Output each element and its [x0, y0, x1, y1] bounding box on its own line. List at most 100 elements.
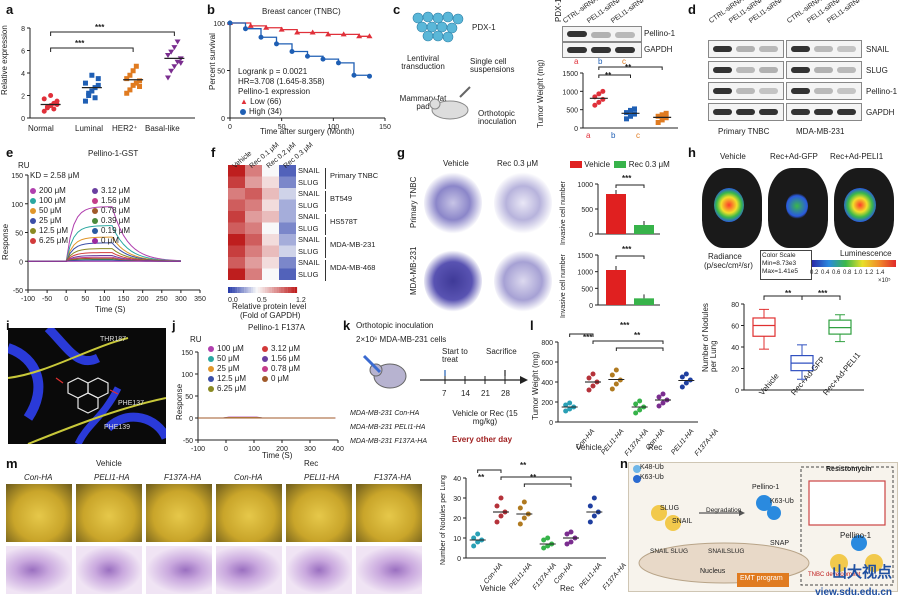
c-ytick-label: 0: [574, 126, 578, 133]
a-point: [131, 68, 136, 73]
a-point: [168, 69, 174, 74]
svg-m-ytick-label: 10: [453, 536, 461, 543]
f-cell: [279, 257, 296, 269]
h-colorbar-tick: 0.6: [832, 270, 840, 276]
e-legend-label: 50 μM: [39, 206, 61, 215]
b-legend-low: ▲ Low (66): [240, 97, 281, 106]
e-legend-label: 25 μM: [39, 216, 61, 225]
e-legend-dot: [92, 208, 98, 214]
h-sig-bracket: [764, 296, 802, 300]
e-title: Pellino-1-GST: [88, 150, 138, 158]
svg-g2-bar-0: [606, 270, 626, 305]
a-point: [93, 95, 98, 100]
e-legend-dot: [30, 198, 36, 204]
svg-l-point: [587, 376, 592, 381]
f-cell: [245, 188, 262, 200]
h-cb-unit: ×10⁵: [878, 278, 891, 284]
k-day-2: 21: [481, 390, 490, 398]
c-xl-a: a: [586, 132, 590, 140]
f-cell: [262, 257, 279, 269]
e-legend-dot: [92, 198, 98, 204]
h-ytick-label: 40: [731, 345, 739, 352]
g-well-rec-bottom: [494, 250, 552, 312]
d-band-1: SLUG: [866, 67, 888, 75]
svg-g2-sig-bracket: [616, 256, 644, 259]
e-xtick-label: 0: [64, 296, 68, 303]
svg-l-point: [633, 411, 638, 416]
j-legend-item: 3.12 μM: [262, 344, 300, 353]
c-blot-gapdh: [562, 42, 642, 58]
a-point: [171, 45, 177, 50]
c-point: [592, 103, 597, 108]
f-cell: [228, 223, 245, 235]
h-colorbar-tick: 1.2: [865, 270, 873, 276]
f-cell: [245, 200, 262, 212]
d-band: [736, 46, 755, 52]
g-well-vehicle-top: [424, 172, 482, 234]
f-cell: [228, 269, 245, 281]
a-ytick-label: 6: [21, 49, 25, 56]
f-cell: [262, 200, 279, 212]
g-row-bottom: MDA-MB-231: [410, 247, 418, 295]
m-lung-photo: [76, 484, 142, 542]
f-colorbar-seg: [288, 287, 290, 293]
e-legend-item: 0.78 μM: [92, 206, 130, 215]
c-letter-a: a: [574, 58, 578, 66]
d-blot-1-R: [786, 61, 862, 79]
c-sig-1: **: [605, 72, 611, 80]
c-blot-pellino: [562, 26, 642, 42]
a-point: [165, 76, 171, 81]
m-lung-photo: [356, 484, 422, 542]
j-legend-dot: [208, 356, 214, 362]
d-band: [759, 88, 778, 94]
e-xtick-label: 300: [175, 296, 187, 303]
svg-m-ytick-label: 30: [453, 496, 461, 503]
f-colorbar-seg: [253, 287, 255, 293]
c-ytick-label: 1500: [562, 71, 578, 78]
a-point: [137, 78, 142, 83]
f-cell: [245, 234, 262, 246]
e-legend-label: 12.5 μM: [39, 226, 68, 235]
f-group-bracket: [325, 237, 329, 258]
f-cell: [228, 177, 245, 189]
n-node-k63: K63-Ub: [770, 498, 794, 505]
a-ytick-label: 2: [21, 94, 25, 101]
k-cells: 2×10⁶ MDA-MB-231 cells: [356, 336, 446, 344]
f-cell: [262, 246, 279, 258]
b-hr: HR=3.708 (1.645-8.358): [238, 78, 325, 86]
f-cell: [245, 257, 262, 269]
svg-l-point: [657, 395, 662, 400]
f-cell: [262, 269, 279, 281]
b-ylabel: Percent survival: [209, 33, 217, 90]
d-band: [837, 67, 856, 73]
f-cell: [228, 200, 245, 212]
e-legend-item: 200 μM: [30, 186, 66, 195]
e-ytick-label: 150: [11, 173, 23, 180]
f-row-label: SLUG: [298, 179, 318, 187]
j-legend-label: 100 μM: [217, 344, 244, 353]
e-ytick-label: 100: [11, 202, 23, 209]
m-ylabel: Number of Nodules per Lung: [440, 475, 447, 565]
b-legend-low-label: Low (66): [250, 97, 281, 106]
a-point: [127, 87, 132, 92]
c-step1: Lentiviral transduction: [398, 55, 448, 71]
a-point: [137, 84, 142, 89]
n-legend-0: K48-Ub: [640, 464, 664, 471]
e-xtick-label: 200: [137, 296, 149, 303]
c-ylabel: Tumor Weight (mg): [537, 60, 545, 128]
f-row-label: SLUG: [298, 271, 318, 279]
f-cell: [262, 211, 279, 223]
svg-m-point: [545, 536, 550, 541]
j-title: Pellino-1 F137A: [248, 324, 305, 332]
k-timeline: [420, 370, 530, 396]
c-sig-bracket: [599, 75, 631, 78]
f-cell: [279, 246, 296, 258]
g-sig-top: ***: [622, 175, 631, 183]
e-legend-item: 0.19 μM: [92, 226, 130, 235]
e-legend-dot: [30, 238, 36, 244]
f-colorbar-seg: [276, 287, 278, 293]
h-ytick-label: 60: [731, 324, 739, 331]
j-ylabel: Response: [176, 384, 184, 420]
h-colorbar-tick: 0.8: [843, 270, 851, 276]
d-band: [713, 46, 732, 52]
